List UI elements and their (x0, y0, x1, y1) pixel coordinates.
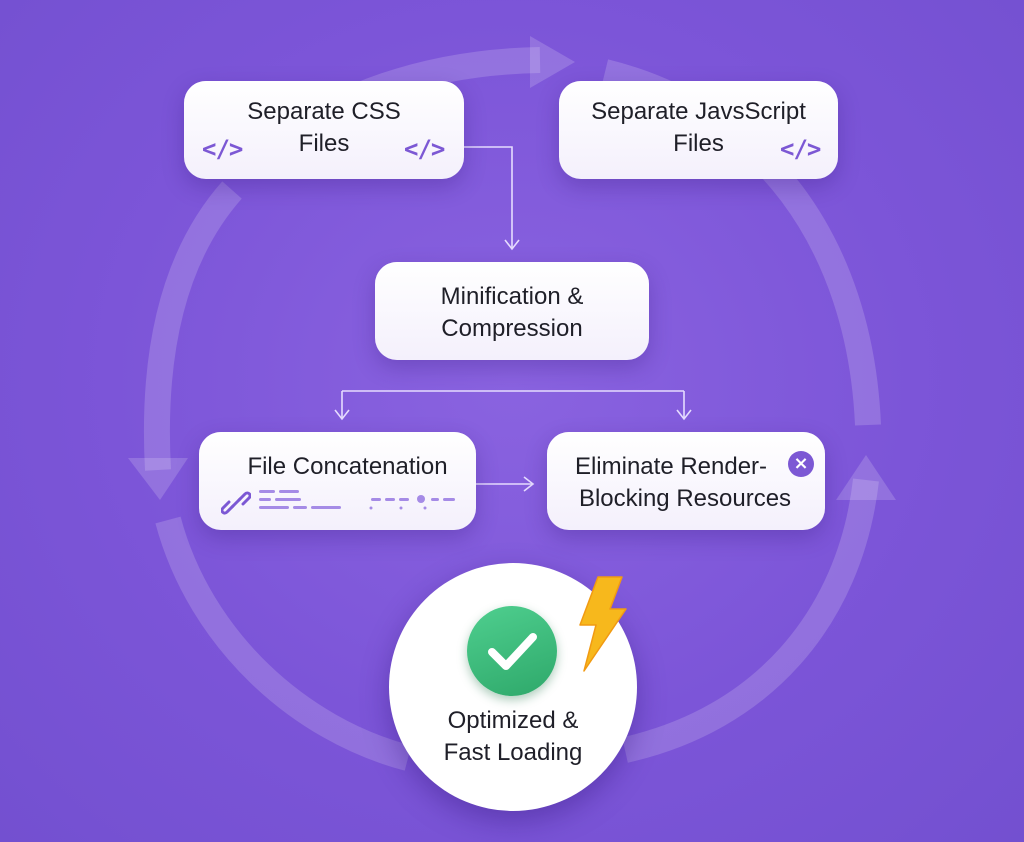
node-render-blocking: Eliminate Render- Blocking Resources × (547, 432, 825, 530)
node-concatenation-label: File Concatenation (247, 453, 448, 480)
node-minification: Minification & Compression (375, 262, 649, 360)
cycle-arrowhead-left (128, 458, 188, 500)
code-lines-decoration (259, 490, 455, 510)
cycle-arrowhead-top (530, 36, 575, 88)
node-separate-js: Separate JavsScript Files </> (559, 81, 838, 179)
cycle-arrowhead-right (836, 455, 896, 500)
node-separate-js-line1: Separate JavsScript (591, 98, 806, 125)
node-optimized-line1: Optimized & (447, 707, 579, 734)
node-separate-js-line2: Files (673, 130, 724, 157)
node-separate-css-line2: Files (298, 130, 350, 157)
node-concatenation: File Concatenation (199, 432, 476, 530)
node-separate-css-line1: Separate CSS (247, 98, 401, 125)
code-icon: </> (202, 135, 243, 163)
cycle-arc-left (143, 181, 242, 471)
lightning-icon (579, 576, 627, 672)
cycle-arc-bottom-left (155, 516, 412, 771)
code-icon: </> (404, 135, 445, 163)
connector-minification-to-branches (341, 390, 685, 418)
node-separate-css: Separate CSS Files </> </> (184, 81, 464, 179)
node-optimized-line2: Fast Loading (443, 739, 583, 766)
node-render-blocking-line2: Blocking Resources (578, 485, 792, 512)
check-icon (467, 606, 557, 696)
cycle-arc-bottom-right (622, 478, 879, 763)
node-minification-line2: Compression (441, 315, 583, 342)
link-icon (221, 491, 251, 515)
close-icon: × (788, 451, 814, 477)
code-icon: </> (780, 135, 821, 163)
node-render-blocking-line1: Eliminate Render- (574, 453, 768, 480)
node-minification-line1: Minification & (440, 283, 584, 310)
connector-css-to-minification (464, 146, 513, 248)
